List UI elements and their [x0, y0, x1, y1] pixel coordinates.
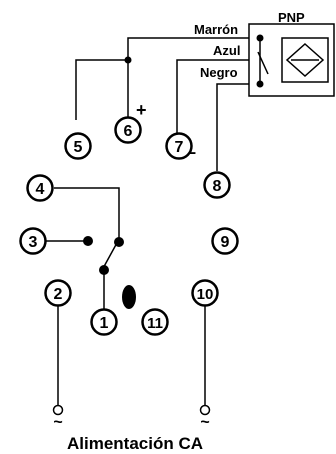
svg-text:8: 8 — [213, 178, 222, 195]
terminal-4: 4 — [26, 174, 54, 202]
terminal-2: 2 — [44, 279, 72, 307]
svg-text:7: 7 — [175, 139, 184, 156]
wire-brown-branch — [75, 59, 129, 120]
ac-tilde-left: ~ — [53, 414, 62, 431]
terminal-10: 10 — [191, 279, 219, 307]
sensor-node-top — [256, 34, 264, 42]
terminal-6: 6 — [114, 116, 142, 144]
svg-text:3: 3 — [29, 234, 38, 251]
socket-key — [122, 285, 136, 309]
terminal-7: 7 — [165, 132, 193, 160]
ac-terminal-right — [199, 404, 211, 416]
sensor-type-label: PNP — [278, 10, 305, 25]
terminal-11: 11 — [141, 308, 169, 336]
svg-text:2: 2 — [54, 286, 63, 303]
polarity-plus: + — [136, 100, 147, 120]
wire-label-black: Negro — [200, 65, 238, 80]
junction-brown — [124, 56, 132, 64]
terminal-5: 5 — [64, 132, 92, 160]
sensor-node-bottom — [256, 80, 264, 88]
ac-tilde-right: ~ — [200, 414, 209, 431]
wire-black — [216, 83, 249, 171]
terminal-8: 8 — [203, 171, 231, 199]
svg-text:1: 1 — [100, 315, 109, 332]
svg-text:11: 11 — [147, 315, 163, 332]
contact-no — [114, 237, 124, 247]
terminal-3: 3 — [19, 227, 47, 255]
wire-label-blue: Azul — [213, 43, 240, 58]
wire-blue — [176, 59, 249, 134]
ac-supply-label: Alimentación CA — [67, 434, 203, 453]
terminal-9: 9 — [211, 227, 239, 255]
wires — [45, 37, 249, 405]
svg-text:5: 5 — [74, 139, 83, 156]
wire-pin4-switch — [54, 187, 120, 242]
contact-common — [99, 265, 109, 275]
terminal-1: 1 — [90, 308, 118, 336]
wire-brown — [127, 37, 249, 60]
svg-text:4: 4 — [36, 181, 45, 198]
svg-text:10: 10 — [197, 286, 214, 303]
sensor-switch-arm — [257, 51, 269, 75]
ac-terminal-left — [52, 404, 64, 416]
wire-label-brown: Marrón — [194, 22, 238, 37]
pnp-sensor: PNP — [248, 10, 335, 97]
svg-text:6: 6 — [124, 123, 133, 140]
contact-nc — [83, 236, 93, 246]
svg-text:9: 9 — [221, 234, 230, 251]
